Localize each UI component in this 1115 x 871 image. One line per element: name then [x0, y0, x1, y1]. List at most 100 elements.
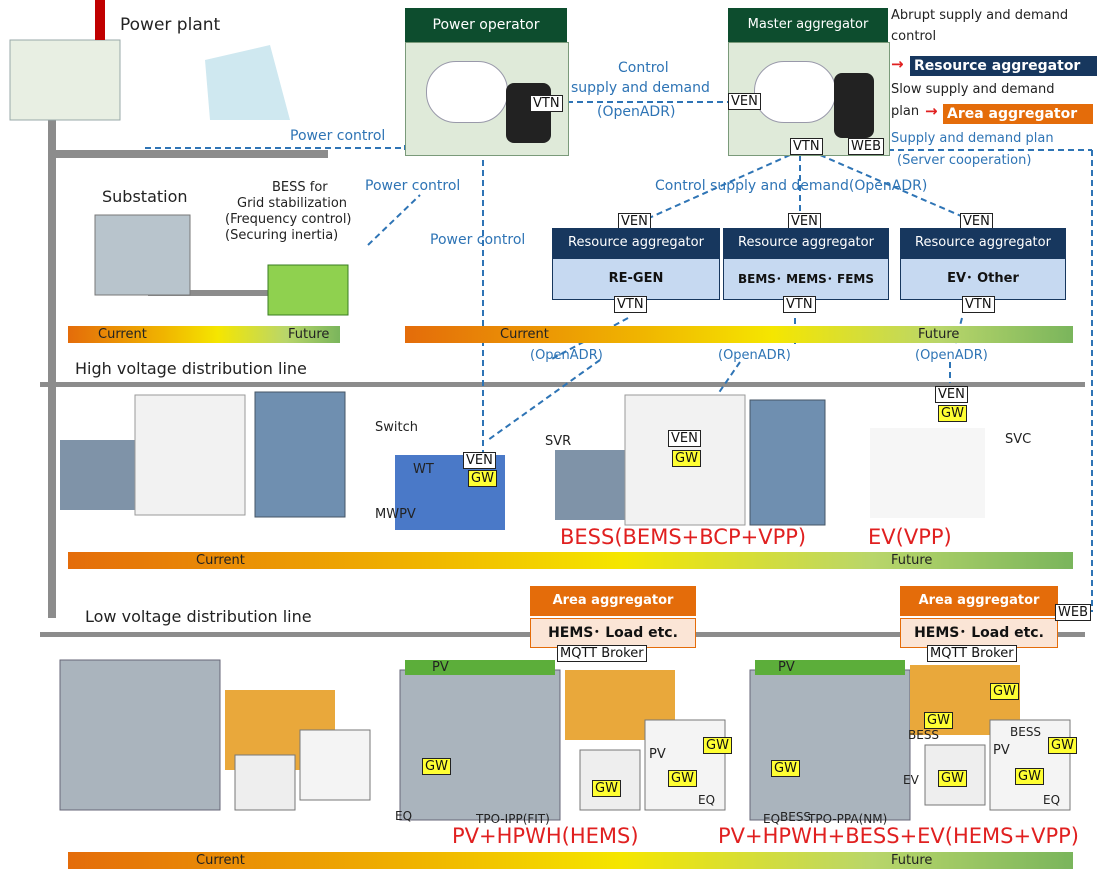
lv-left-gw2: GW	[592, 780, 621, 797]
power-plant-control-label: Power control	[290, 128, 386, 144]
hv-wt-ven: VEN	[463, 452, 496, 469]
bar-top-left-future: Future	[288, 327, 330, 342]
hv-svr-label: SVR	[545, 434, 572, 449]
aa2-title: Area aggregator	[900, 586, 1058, 616]
cloud-icon	[426, 61, 508, 123]
decorative-buildings	[9, 0, 1071, 821]
hv-bess-caption: BESS(BEMS+BCP+VPP)	[560, 525, 807, 549]
aa1-broker: MQTT Broker	[557, 645, 647, 662]
ra1-title: Resource aggregator	[552, 228, 720, 258]
legend-slow-line1: Slow supply and demand	[891, 82, 1055, 97]
lv-right-gw4: GW	[771, 760, 800, 777]
lv-right-pv2: PV	[993, 743, 1010, 758]
lv-line-label: Low voltage distribution line	[85, 607, 312, 626]
hv-ev-ven: VEN	[935, 386, 968, 403]
master-aggregator-title: Master aggregator	[728, 8, 888, 42]
bar-bottom-current: Current	[196, 853, 245, 868]
legend-abrupt-line1: Abrupt supply and demand	[891, 8, 1069, 23]
bar-middle-future: Future	[891, 553, 933, 568]
bess-grid-line2: Grid stabilization	[237, 196, 348, 211]
ra2-title: Resource aggregator	[723, 228, 889, 258]
lv-left-pv2: PV	[649, 747, 666, 762]
legend-slow-line2: plan	[891, 104, 920, 119]
lv-right-gw1: GW	[990, 683, 1019, 700]
legend-resource-aggregator: Resource aggregator	[910, 56, 1097, 76]
hv-line-label: High voltage distribution line	[75, 359, 307, 378]
legend-area-aggregator: Area aggregator	[943, 104, 1093, 124]
bess-control-label: Power control	[365, 178, 461, 194]
lv-right-eq1: EQ	[763, 812, 781, 826]
lv-left-gw3: GW	[668, 770, 697, 787]
hv-ev-caption: EV(VPP)	[868, 525, 952, 549]
ra2-name: BEMS･ MEMS･ FEMS	[723, 258, 889, 300]
database-icon	[506, 83, 551, 143]
lv-left-pv1: PV	[432, 660, 449, 675]
bess-grid-line1: BESS for	[272, 180, 328, 195]
power-operator-vtn: VTN	[530, 95, 563, 112]
control-link-line3: (OpenADR)	[597, 104, 676, 120]
power-operator-title: Power operator	[405, 8, 567, 42]
lv-right-eq2: EQ	[1043, 793, 1061, 807]
hv-bldg-gw: GW	[672, 450, 701, 467]
master-aggregator-ven: VEN	[728, 93, 761, 110]
bess-feeder-line	[148, 290, 288, 296]
bar-top-right-current: Current	[500, 327, 549, 342]
bess-grid-line4: (Securing inertia)	[225, 228, 339, 243]
database-icon	[834, 73, 874, 138]
ra2-ven: VEN	[788, 213, 821, 230]
lv-left-gw1: GW	[422, 758, 451, 775]
legend-abrupt-line2: control	[891, 29, 937, 44]
bar-top-left: Current Future	[68, 326, 340, 343]
bar-top-right-future: Future	[918, 327, 960, 342]
lv-right-bess2: BESS	[1010, 725, 1042, 739]
substation-label: Substation	[102, 187, 188, 206]
hv-line-bar	[40, 382, 1085, 387]
aa1-body: HEMS･ Load etc.	[530, 618, 696, 648]
aa2-broker: MQTT Broker	[927, 645, 1017, 662]
control-link-line1: Control	[618, 60, 669, 76]
ra2-openadr: (OpenADR)	[718, 348, 791, 363]
lv-right-tpo: TPO-PPA(NM)	[808, 812, 888, 826]
master-aggregator-vtn: VTN	[790, 138, 823, 155]
control-openadr-label: Control supply and demand(OpenADR)	[655, 178, 928, 194]
control-link-line2: supply and demand	[571, 80, 710, 96]
lv-right-gw6: GW	[1015, 768, 1044, 785]
hv-bldg-ven: VEN	[668, 430, 701, 447]
lv-left-eq2: EQ	[698, 793, 716, 807]
lv-right-bess1: BESS	[908, 728, 940, 742]
bar-middle: Current Future	[68, 552, 1073, 569]
ra3-vtn: VTN	[962, 296, 995, 313]
lv-right-gw5: GW	[938, 770, 967, 787]
lv-left-gw4: GW	[703, 737, 732, 754]
ra2-vtn: VTN	[783, 296, 816, 313]
bess-grid-line3: (Frequency control)	[225, 212, 352, 227]
bar-middle-current: Current	[196, 553, 245, 568]
lv-right-bess3: BESS	[780, 810, 812, 824]
cloud-icon	[754, 61, 836, 123]
bar-bottom-future: Future	[891, 853, 933, 868]
master-aggregator-web: WEB	[848, 138, 884, 155]
power-plant-label: Power plant	[120, 15, 221, 35]
legend-plan-line1: Supply and demand plan	[891, 131, 1054, 146]
hv-mwpv-label: MWPV	[375, 507, 416, 522]
ra1-ven: VEN	[618, 213, 651, 230]
ra1-vtn: VTN	[614, 296, 647, 313]
ra3-title: Resource aggregator	[900, 228, 1066, 258]
lv-right-pv1: PV	[778, 660, 795, 675]
aa1-title: Area aggregator	[530, 586, 696, 616]
ra3-openadr: (OpenADR)	[915, 348, 988, 363]
power-operator-control-label: Power control	[430, 232, 526, 248]
lv-right-gw3: GW	[1048, 737, 1077, 754]
bar-top-right: Current Future	[405, 326, 1073, 343]
legend-arrow-2: →	[925, 102, 938, 120]
ra1-openadr: (OpenADR)	[530, 348, 603, 363]
hv-wt-label: WT	[413, 462, 434, 477]
legend-arrow-1: →	[891, 55, 904, 73]
legend-plan-line2: (Server cooperation)	[897, 153, 1032, 168]
lv-left-eq1: EQ	[395, 809, 413, 823]
aa2-web: WEB	[1055, 604, 1091, 621]
ra3-ven: VEN	[960, 213, 993, 230]
ra3-name: EV･ Other	[900, 258, 1066, 300]
lv-right-caption: PV+HPWH+BESS+EV(HEMS+VPP)	[718, 824, 1079, 848]
